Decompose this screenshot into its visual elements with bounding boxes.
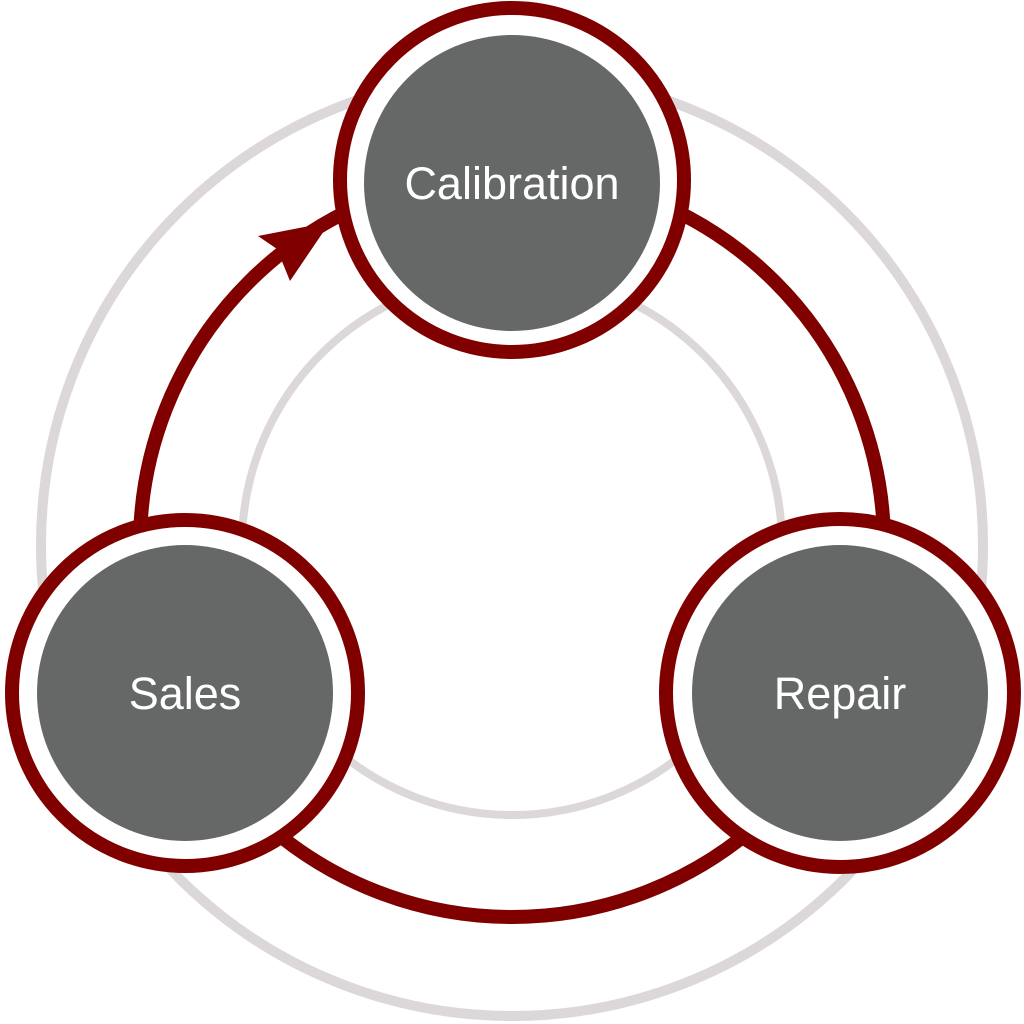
node-repair[interactable]: Repair: [659, 512, 1021, 874]
node-calibration-label: Calibration: [404, 158, 619, 209]
node-calibration[interactable]: Calibration: [333, 1, 691, 359]
node-sales-label: Sales: [129, 668, 242, 719]
arrowhead-icon: [258, 222, 330, 281]
node-repair-label: Repair: [774, 668, 907, 719]
node-sales[interactable]: Sales: [5, 513, 365, 873]
node-calibration-disk: [364, 35, 660, 331]
node-sales-disk: [37, 545, 333, 841]
node-repair-disk: [692, 545, 988, 841]
